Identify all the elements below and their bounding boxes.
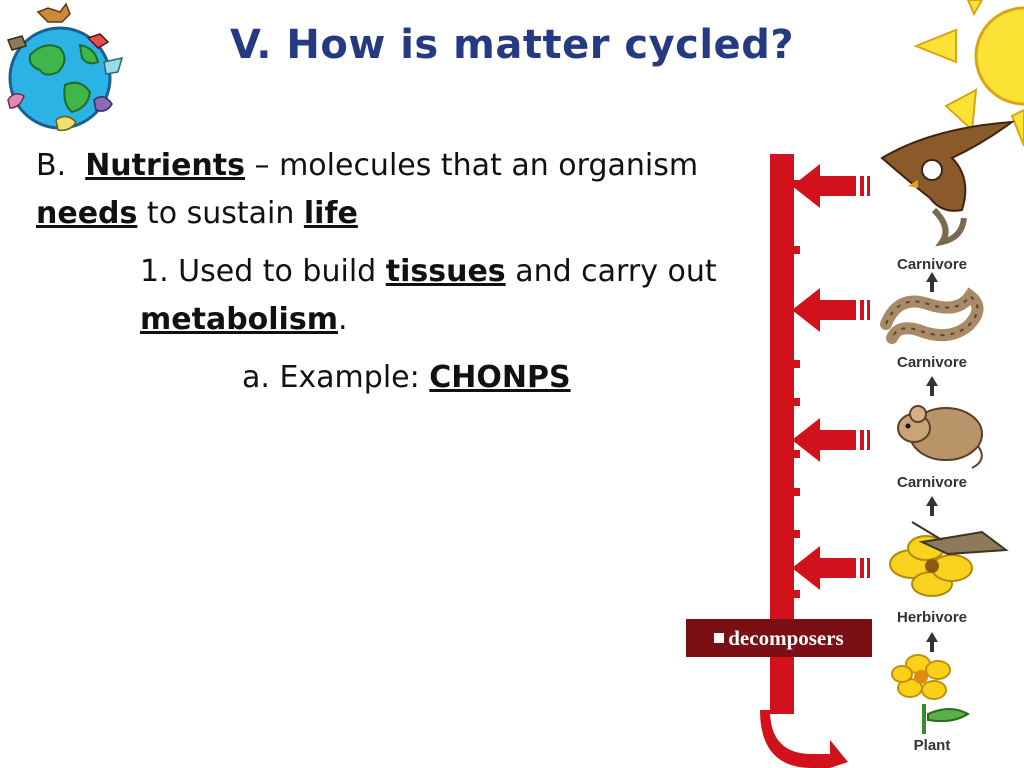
sun-icon	[913, 0, 1024, 147]
flower-icon	[891, 654, 970, 734]
grasshopper-icon	[889, 521, 1009, 597]
item1-line1: 1. Used to build tissues and carry out	[140, 254, 717, 289]
life-term: life	[303, 196, 358, 231]
item1-prefix: 1. Used to build	[140, 254, 386, 289]
to-sustain-text: to sustain	[137, 196, 304, 231]
chonps-term: CHONPS	[429, 360, 571, 395]
snake-icon	[880, 287, 984, 344]
chain-label-herbivore: Herbivore	[896, 609, 968, 626]
example-prefix: a. Example:	[242, 360, 430, 395]
metabolism-term: metabolism	[140, 302, 338, 337]
b-prefix: B.	[36, 148, 67, 183]
chain-label-carnivore-1: Carnivore	[896, 256, 968, 273]
slide-title: V. How is matter cycled?	[229, 22, 795, 68]
period: .	[337, 302, 348, 337]
example-line: a. Example: CHONPS	[242, 360, 571, 395]
needs-term: needs	[36, 196, 138, 231]
definition-text: – molecules that an organism	[245, 148, 699, 183]
hawk-icon	[880, 120, 1016, 247]
chain-label-carnivore-2: Carnivore	[896, 354, 968, 371]
nutrients-definition-line1: B. Nutrients – molecules that an organis…	[36, 148, 698, 183]
nutrients-definition-line2: needs to sustain life	[36, 196, 358, 231]
item1-line2: metabolism.	[140, 302, 348, 337]
bullet-square-icon	[714, 633, 725, 643]
chain-label-plant: Plant	[913, 737, 951, 754]
chain-up-arrows	[926, 272, 938, 652]
and-carry-text: and carry out	[505, 254, 717, 289]
arrow-group	[792, 164, 870, 590]
mouse-icon	[897, 405, 983, 469]
nutrients-term: Nutrients	[85, 148, 245, 183]
tissues-term: tissues	[385, 254, 506, 289]
globe-icon	[6, 2, 124, 132]
decomposers-label: decomposers	[686, 619, 872, 657]
matter-cycle-arrows	[760, 154, 870, 768]
chain-label-carnivore-3: Carnivore	[896, 474, 968, 491]
